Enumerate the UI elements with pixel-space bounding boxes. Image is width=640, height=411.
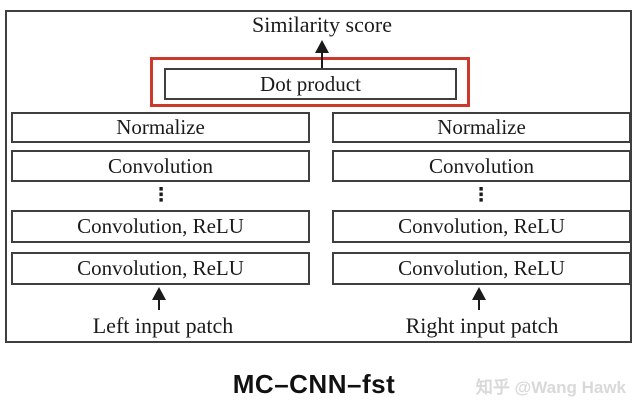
right-input-arrow-icon	[472, 287, 486, 310]
layer-convolution: Convolution	[11, 150, 310, 182]
right-input-patch-label: Right input patch	[405, 313, 559, 338]
similarity-score-label: Similarity score	[252, 12, 392, 37]
vertical-ellipsis: ⋮	[471, 184, 491, 206]
layer-convolution-relu: Convolution, ReLU	[11, 252, 310, 285]
left-input-arrow-icon	[152, 287, 166, 310]
arrow-head-icon	[152, 287, 166, 300]
layer-convolution-relu: Convolution, ReLU	[332, 252, 631, 285]
layer-normalize: Normalize	[332, 112, 631, 143]
layer-convolution: Convolution	[332, 150, 631, 182]
layer-convolution-relu: Convolution, ReLU	[332, 210, 631, 243]
diagram-caption: MC–CNN–fst	[232, 369, 396, 399]
similarity-output-arrow-icon	[315, 40, 329, 68]
layer-convolution-relu: Convolution, ReLU	[11, 210, 310, 243]
watermark-text: 知乎 @Wang Hawk	[475, 378, 626, 397]
dot-product-layer: Dot product	[164, 68, 457, 100]
arrow-head-icon	[472, 287, 486, 300]
vertical-ellipsis: ⋮	[151, 184, 171, 206]
arrow-shaft	[158, 300, 160, 310]
layer-normalize: Normalize	[11, 112, 310, 143]
arrow-head-icon	[315, 40, 329, 53]
left-input-patch-label: Left input patch	[92, 313, 234, 338]
arrow-shaft	[321, 53, 323, 68]
arrow-shaft	[478, 300, 480, 310]
